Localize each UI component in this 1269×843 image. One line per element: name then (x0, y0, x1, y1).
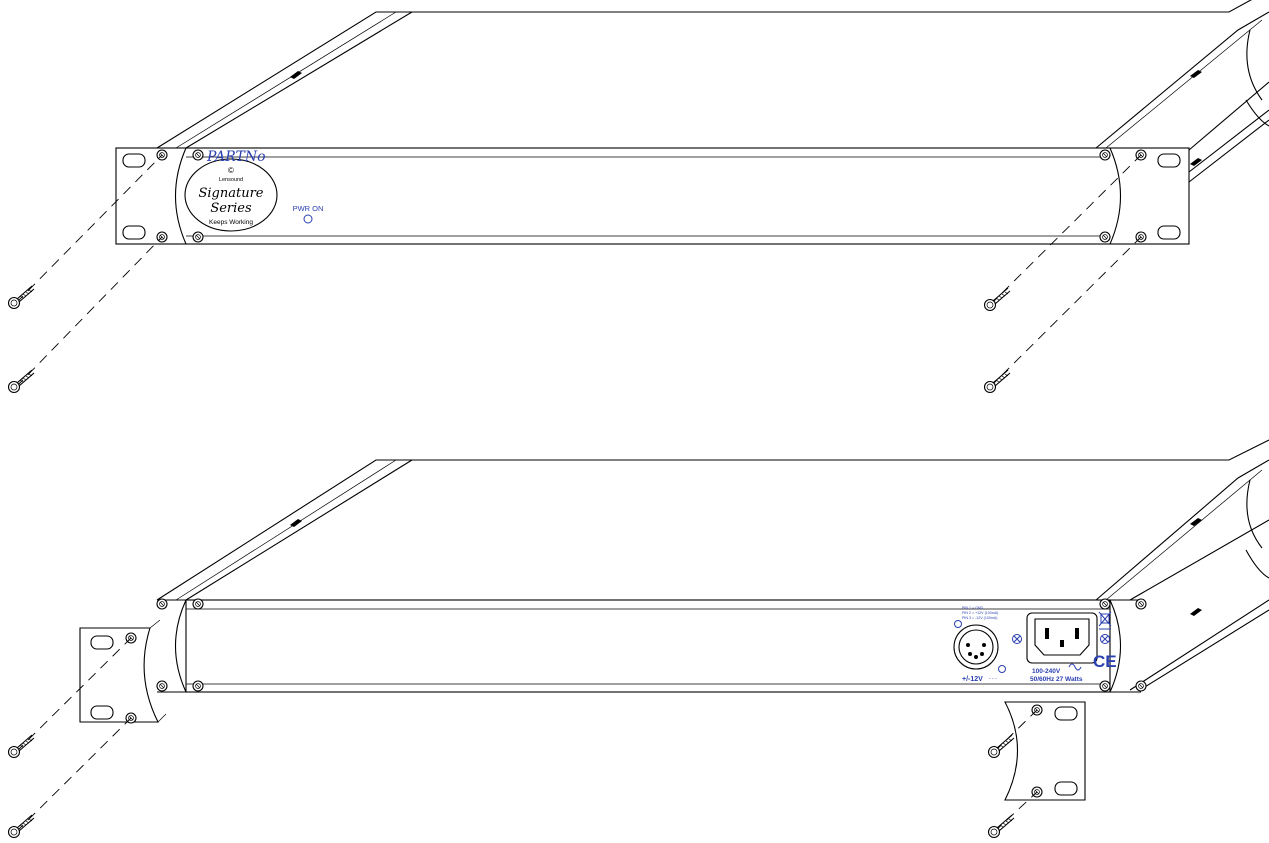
series-line-2: Series (210, 201, 252, 216)
rack-ear-slot (1157, 225, 1181, 240)
svg-text:PIN 3 = -12V (100mA): PIN 3 = -12V (100mA) (962, 616, 997, 620)
screw-icon (1099, 149, 1111, 161)
screw-icon (987, 814, 1015, 839)
ce-mark-icon: CE (1093, 652, 1117, 671)
screw-icon (1099, 680, 1111, 692)
screw-icon (1012, 634, 1022, 644)
front-panel-plate (115, 147, 1190, 245)
rack-ear-slot (122, 225, 146, 240)
screw-icon (7, 285, 35, 310)
left-rack-ear (79, 619, 167, 724)
top-slot-right (1190, 70, 1202, 78)
screw-icon (1099, 231, 1111, 243)
weee-bin-icon (1098, 611, 1112, 630)
ac-voltage: 100-240V (1032, 668, 1061, 675)
xlr-connector-icon: PIN 1 = GND PIN 2 = +12V (100mA) PIN 3 =… (953, 606, 1006, 683)
rear-unit: PIN 1 = GND PIN 2 = +12V (100mA) PIN 3 =… (79, 439, 1269, 801)
screw-icon (1100, 634, 1110, 644)
screw-icon (1135, 680, 1147, 692)
brand-script: PARTNo (206, 149, 266, 165)
screw-icon (192, 149, 204, 161)
maker-name: Lensound (219, 177, 243, 183)
tagline: Keeps Working (209, 219, 253, 226)
top-slot-left (290, 71, 302, 79)
series-line-1: Signature (198, 186, 263, 201)
screw-icon (156, 680, 168, 692)
ac-spec: 50/60Hz 27 Watts (1030, 676, 1083, 683)
rack-ear-slot (122, 153, 146, 168)
led-label: PWR ON (293, 204, 324, 213)
front-unit: PARTNo © Lensound Signature Series Keeps… (115, 0, 1269, 245)
screw-icon (983, 287, 1011, 312)
rear-panel-plate (185, 599, 1111, 693)
screw-icon (987, 734, 1015, 759)
rack-ear-slot (1157, 153, 1181, 168)
power-led-icon (303, 214, 313, 224)
svg-text:PIN 1 = GND: PIN 1 = GND (962, 606, 983, 610)
svg-text:PIN 2 = +12V (100mA): PIN 2 = +12V (100mA) (962, 611, 998, 615)
logo-mark-icon: © (228, 166, 234, 175)
screw-icon (1099, 598, 1111, 610)
screw-icon (192, 680, 204, 692)
screw-icon (7, 369, 35, 394)
screw-icon (192, 598, 204, 610)
screw-icon (156, 598, 168, 610)
screw-icon (1135, 598, 1147, 610)
dc-label: +/-12V (962, 676, 983, 683)
screw-icon (983, 369, 1011, 394)
right-rack-ear (1004, 701, 1086, 801)
signature-series-badge (184, 158, 278, 232)
screw-icon (192, 231, 204, 243)
side-slot-right (1190, 158, 1202, 166)
iec-inlet-icon: 100-240V 50/60Hz 27 Watts (1026, 612, 1098, 683)
dc-symbol-icon: - - - (989, 676, 997, 682)
